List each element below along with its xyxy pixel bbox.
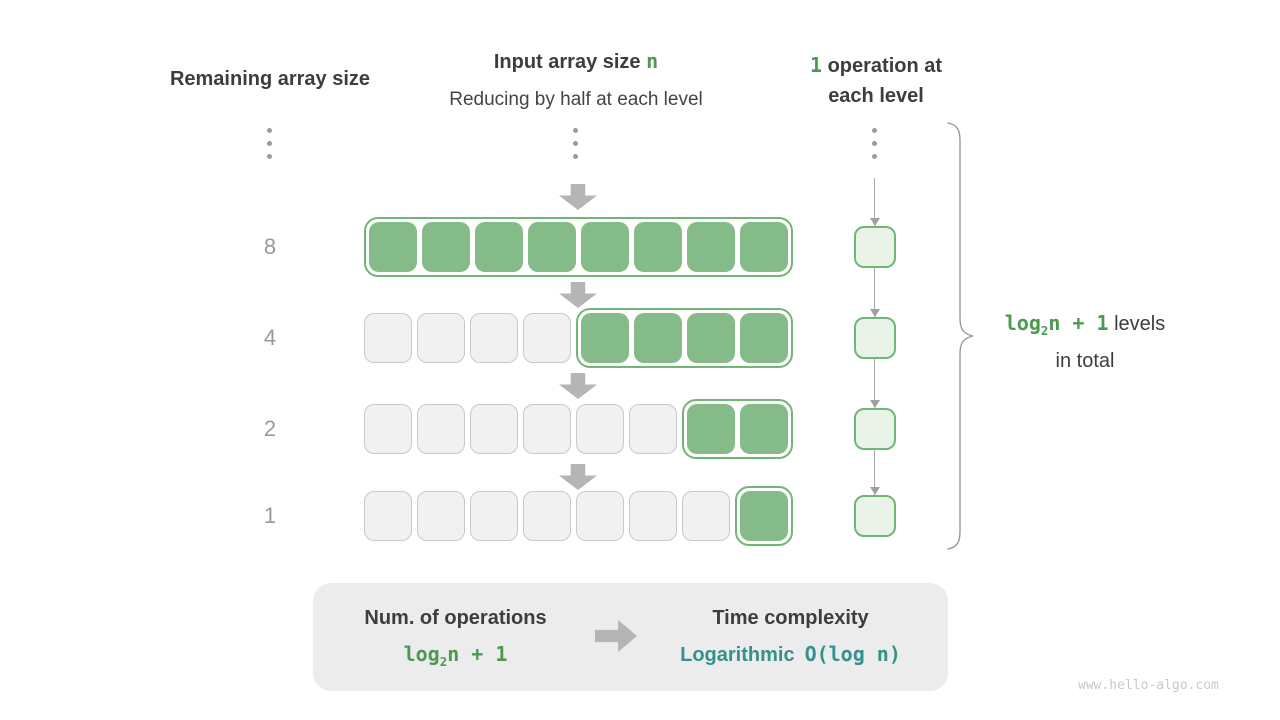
- array-cell-active: [740, 404, 788, 454]
- array-row: [364, 486, 793, 546]
- array-cell-inactive: [629, 404, 677, 454]
- operations-summary: Num. of operations log2n + 1: [323, 607, 588, 669]
- active-subarray-container: [576, 308, 793, 368]
- array-row: [364, 217, 793, 277]
- array-row: [364, 399, 793, 459]
- header-input-array-size: Input array size n Reducing by half at e…: [400, 46, 752, 115]
- down-arrow-icon: [559, 373, 597, 399]
- header-left-label: Remaining array size: [169, 68, 371, 90]
- array-cell-active: [475, 222, 523, 272]
- array-cell-active: [581, 222, 629, 272]
- array-cell-inactive: [523, 491, 571, 541]
- arrowhead-down-icon: [870, 400, 880, 408]
- operation-square: [854, 408, 896, 450]
- header-mid-title: Input array size n: [493, 49, 659, 73]
- header-operations: 1 operation at each level: [766, 50, 986, 111]
- array-row: [364, 308, 793, 368]
- one-symbol: 1: [809, 53, 823, 77]
- array-cell-inactive: [470, 404, 518, 454]
- arrowhead-down-icon: [870, 487, 880, 495]
- array-cell-inactive: [523, 313, 571, 363]
- array-cell-active: [528, 222, 576, 272]
- array-cell-active: [740, 491, 788, 541]
- arrowhead-down-icon: [870, 218, 880, 226]
- array-cell-active: [369, 222, 417, 272]
- active-subarray-container: [364, 217, 793, 277]
- array-cell-inactive: [682, 491, 730, 541]
- array-cell-inactive: [364, 404, 412, 454]
- array-cell-inactive: [576, 404, 624, 454]
- header-mid-subtitle: Reducing by half at each level: [449, 89, 703, 110]
- array-cell-inactive: [417, 313, 465, 363]
- ellipsis-right: [872, 128, 877, 159]
- header-right-line2: each level: [828, 85, 924, 107]
- right-arrow-icon: [595, 620, 637, 652]
- array-cell-active: [687, 222, 735, 272]
- array-cell-active: [740, 222, 788, 272]
- array-cell-active: [687, 313, 735, 363]
- array-cell-inactive: [629, 491, 677, 541]
- watermark: www.hello-algo.com: [1078, 678, 1219, 693]
- array-cell-inactive: [417, 491, 465, 541]
- levels-total-label: log2n + 1 levels in total: [975, 308, 1195, 376]
- down-arrow-icon: [559, 282, 597, 308]
- array-cell-active: [634, 313, 682, 363]
- header-right-line1: 1 operation at: [809, 53, 943, 77]
- complexity-name: Logarithmic: [680, 644, 795, 666]
- row-label-1: 1: [263, 503, 277, 528]
- array-cell-active: [581, 313, 629, 363]
- array-cell-active: [422, 222, 470, 272]
- array-cell-active: [687, 404, 735, 454]
- summary-box: Num. of operations log2n + 1 Time comple…: [313, 583, 948, 691]
- levels-line1: log2n + 1 levels: [1004, 311, 1166, 338]
- complexity-value: Logarithmic O(log n): [663, 642, 918, 667]
- array-cell-inactive: [364, 313, 412, 363]
- operation-square: [854, 495, 896, 537]
- operation-square: [854, 226, 896, 268]
- operations-title: Num. of operations: [364, 607, 547, 629]
- down-arrow-icon: [559, 184, 597, 210]
- array-cell-inactive: [576, 491, 624, 541]
- array-cell-active: [634, 222, 682, 272]
- operation-square: [854, 317, 896, 359]
- arrowhead-down-icon: [870, 309, 880, 317]
- n-symbol: n: [646, 49, 659, 73]
- levels-line2: in total: [1055, 350, 1115, 372]
- ellipsis-middle: [573, 128, 578, 159]
- row-label-8: 8: [263, 234, 277, 259]
- log-formula: log2n + 1: [1004, 311, 1109, 338]
- active-subarray-container: [682, 399, 793, 459]
- row-label-2: 2: [263, 416, 277, 441]
- array-cell-inactive: [470, 491, 518, 541]
- ellipsis-left: [267, 128, 272, 159]
- active-subarray-container: [735, 486, 793, 546]
- row-label-4: 4: [263, 325, 277, 350]
- array-cell-inactive: [470, 313, 518, 363]
- header-remaining-array-size: Remaining array size: [120, 64, 420, 94]
- array-cell-active: [740, 313, 788, 363]
- complexity-summary: Time complexity Logarithmic O(log n): [663, 607, 918, 667]
- complexity-bigo: O(log n): [804, 642, 901, 666]
- operations-formula: log2n + 1: [403, 642, 508, 669]
- array-cell-inactive: [523, 404, 571, 454]
- array-cell-inactive: [417, 404, 465, 454]
- array-cell-inactive: [364, 491, 412, 541]
- complexity-title: Time complexity: [712, 607, 869, 629]
- brace-icon: [947, 122, 974, 550]
